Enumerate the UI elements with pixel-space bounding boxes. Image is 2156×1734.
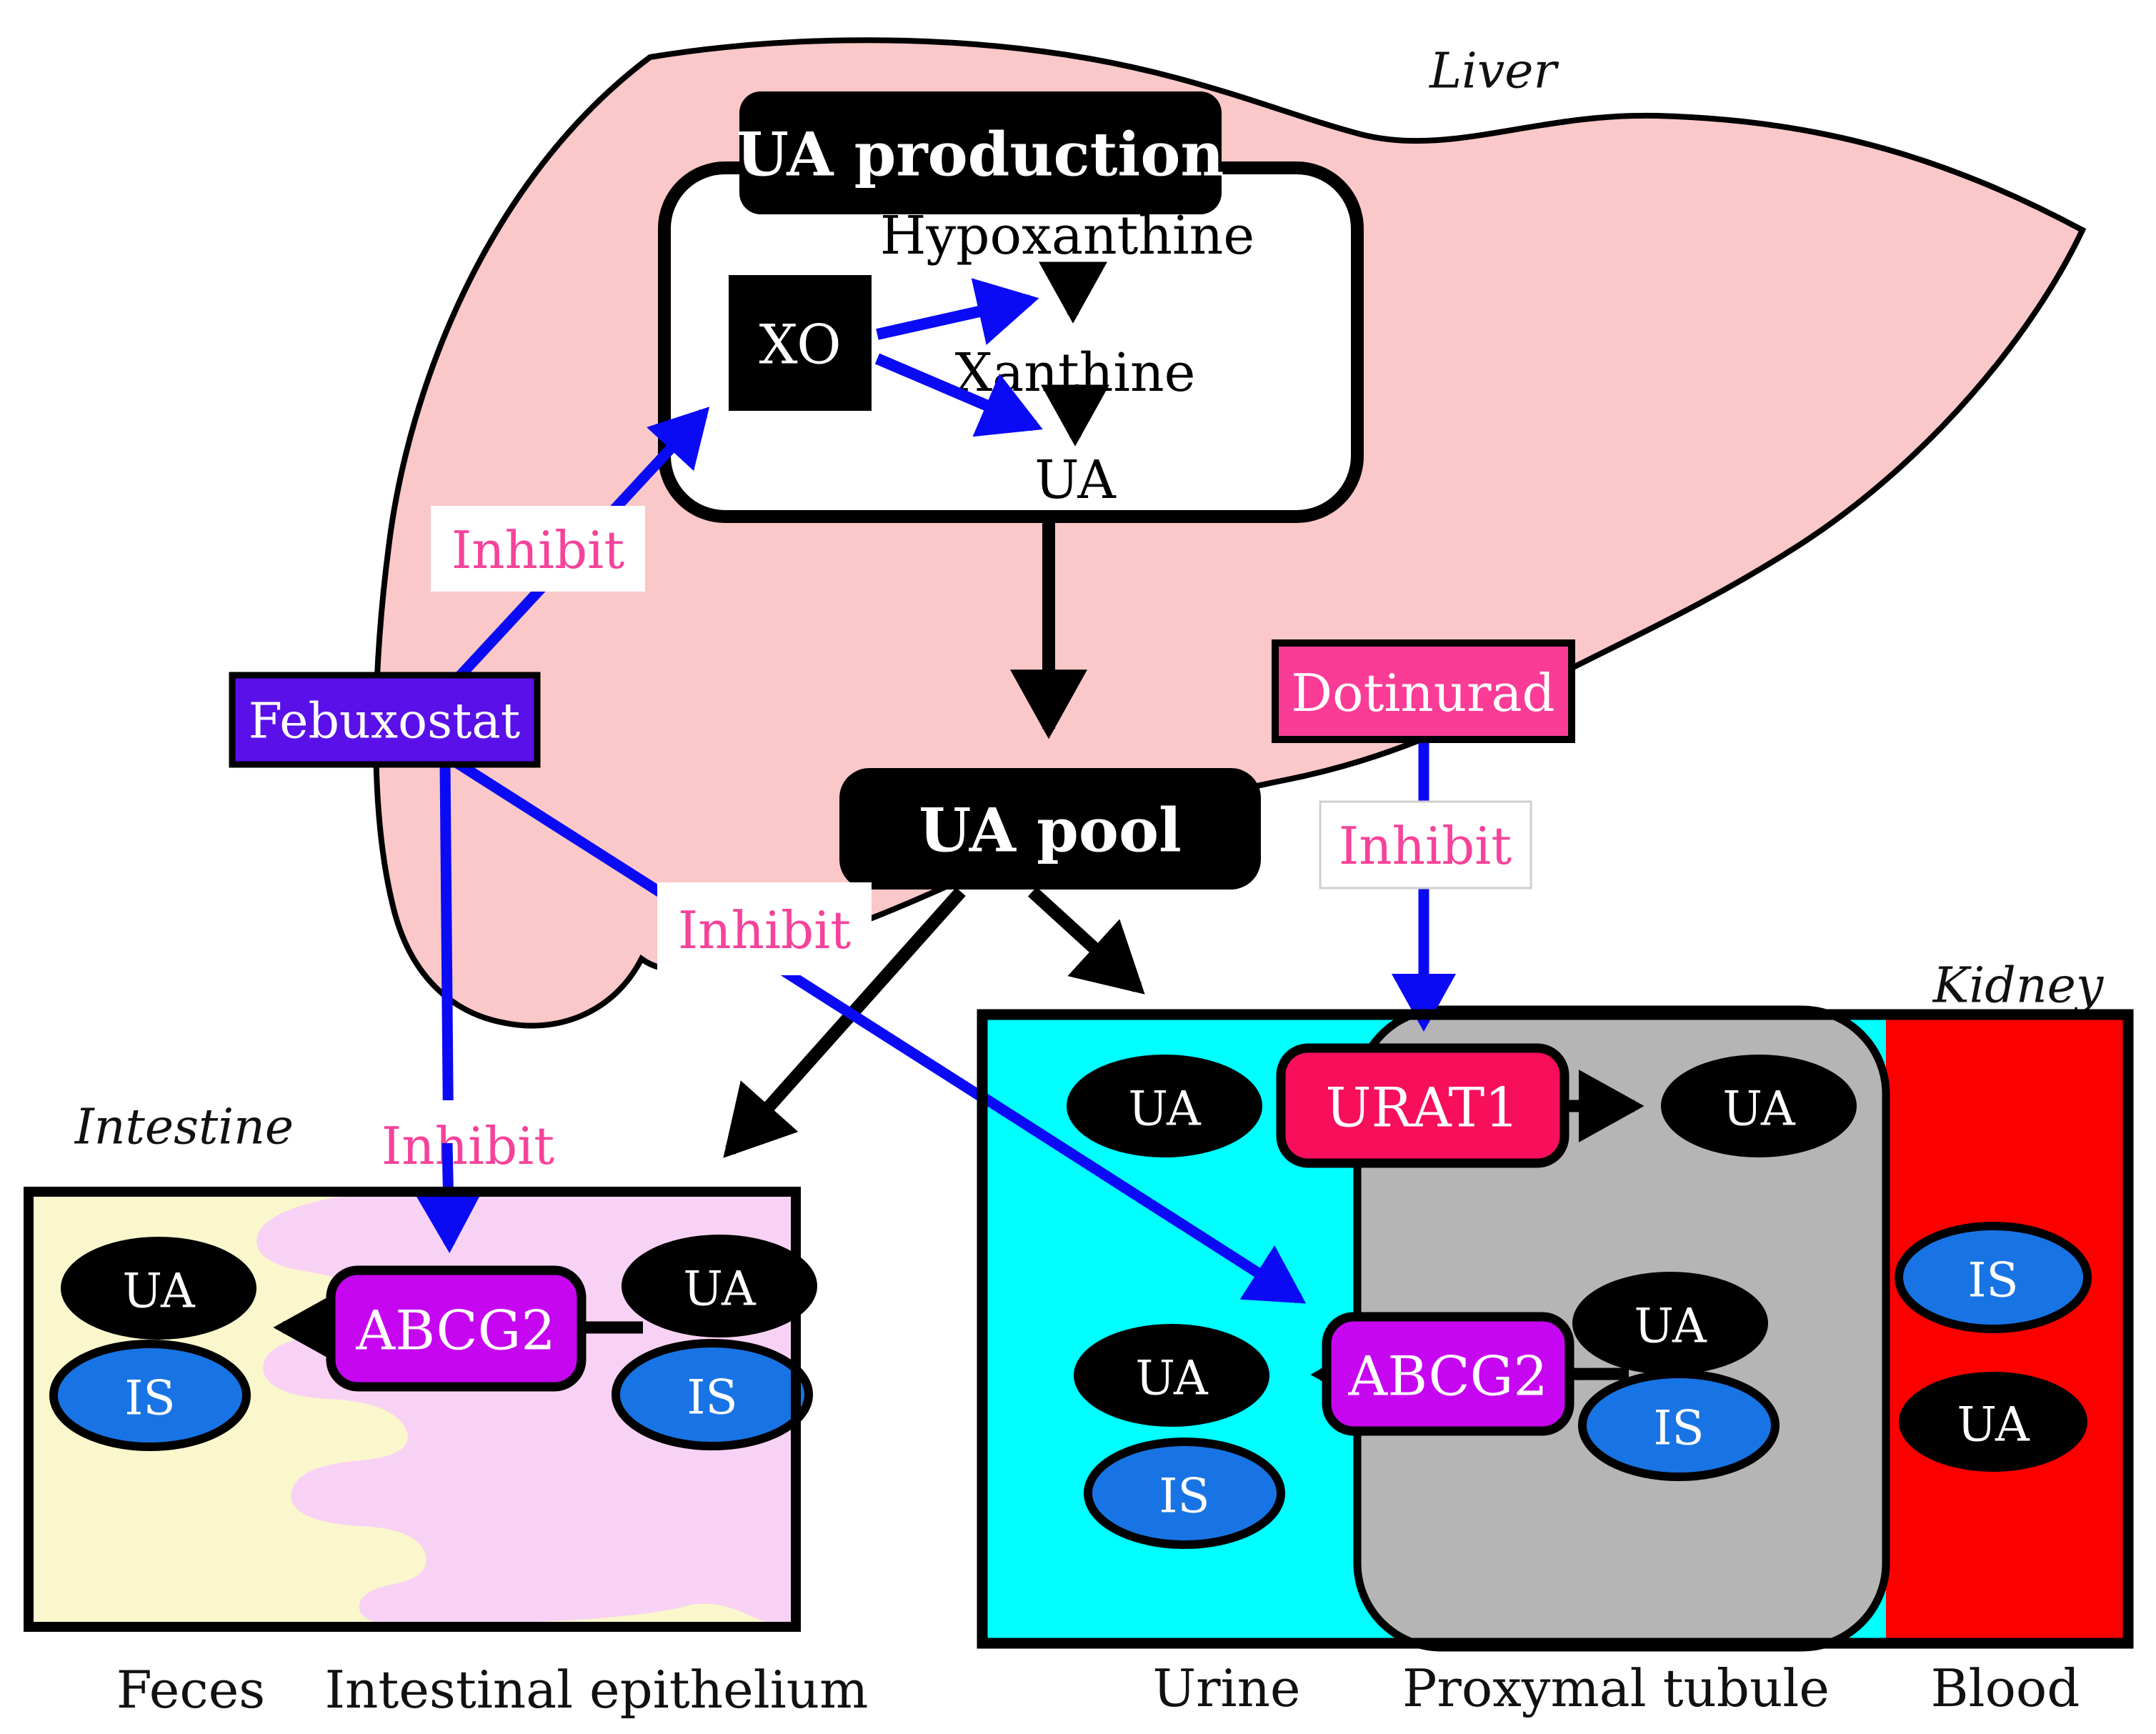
svg-text:UA: UA	[1128, 1082, 1202, 1137]
urine-label: Urine	[1152, 1658, 1300, 1718]
ua-ellipse-feces: UA	[61, 1237, 256, 1340]
arrow-xo-to-reaction2	[874, 353, 1043, 437]
is-ellipse-epithelium: IS	[612, 1339, 813, 1450]
dotinurad-label: Dotinurad	[1291, 663, 1554, 723]
ua-ellipse-urine-bottom: UA	[1074, 1324, 1269, 1427]
proxymal-tubule-label: Proxymal tubule	[1402, 1658, 1830, 1718]
inhibit-label-xo: Inhibit	[451, 520, 624, 580]
inhibit-label-box-urat1	[1319, 800, 1532, 890]
arrow-pool-to-intestine	[723, 887, 966, 1158]
ua-pool-box	[839, 768, 1261, 890]
svg-text:UA: UA	[1957, 1397, 2030, 1453]
is-ellipse-feces: IS	[49, 1340, 251, 1451]
urat1-box	[1276, 1043, 1569, 1168]
intestinal-epithelium-label: Intestinal epithelium	[325, 1660, 869, 1720]
inhibit-label-box-kidney-abcg2	[657, 882, 872, 975]
arrow-xo-to-reaction1	[876, 278, 1039, 345]
liver-label: Liver	[1428, 44, 1559, 100]
arrow-febuxostat-to-kidney-abcg2-overlay	[977, 1090, 1307, 1304]
kidney-abcg2-box	[1322, 1312, 1574, 1436]
ua-ellipse-epithelium: UA	[622, 1235, 817, 1337]
inhibit-label-box-xo	[431, 506, 645, 592]
svg-text:IS: IS	[687, 1370, 737, 1425]
is-ellipse-urine: IS	[1084, 1437, 1285, 1549]
blood-label: Blood	[1931, 1658, 2080, 1718]
inhibit-label-urat1: Inhibit	[1339, 816, 1512, 876]
ua-production-header-label: UA production	[737, 119, 1224, 190]
dotinurad-box	[1272, 639, 1575, 743]
ua-ellipse-tubule-top: UA	[1661, 1055, 1857, 1157]
svg-text:UA: UA	[122, 1264, 196, 1319]
ua-ellipse-urine-top: UA	[1067, 1055, 1262, 1157]
svg-text:IS: IS	[1653, 1401, 1704, 1456]
ua-ellipse-tubule-bottom: UA	[1572, 1272, 1768, 1375]
hypoxanthine-label: Hypoxanthine	[880, 205, 1254, 266]
is-ellipse-tubule: IS	[1578, 1370, 1780, 1481]
intestine-abcg2-box	[326, 1265, 587, 1392]
inhibit-label-kidney-abcg2: Inhibit	[678, 900, 851, 960]
svg-text:UA: UA	[1634, 1299, 1707, 1354]
svg-text:UA: UA	[683, 1262, 757, 1317]
febuxostat-box	[229, 672, 541, 768]
svg-text:IS: IS	[1967, 1253, 2018, 1308]
ua-liver-label: UA	[1034, 449, 1117, 511]
intestine-label: Intestine	[74, 1100, 294, 1156]
ua-ellipse-blood: UA	[1899, 1372, 2087, 1472]
svg-text:UA: UA	[1135, 1351, 1209, 1406]
is-ellipse-blood: IS	[1895, 1222, 2092, 1333]
xanthine-label: Xanthine	[955, 342, 1196, 404]
ua-pool-label: UA pool	[919, 795, 1182, 866]
svg-text:IS: IS	[124, 1371, 175, 1426]
xo-enzyme-label: XO	[759, 313, 841, 377]
svg-text:IS: IS	[1159, 1469, 1209, 1524]
xo-enzyme-box	[729, 275, 872, 411]
febuxostat-label: Febuxostat	[249, 694, 520, 750]
inhibit-label-box-intestine-abcg2	[361, 1100, 575, 1190]
svg-text:UA: UA	[1722, 1082, 1796, 1137]
kidney-abcg2-label: ABCG2	[1347, 1345, 1547, 1408]
intestine-panel-border	[24, 1187, 801, 1632]
kidney-label: Kidney	[1932, 958, 2105, 1015]
ua-production-header-box	[739, 91, 1222, 214]
inhibit-label-intestine-abcg2: Inhibit	[381, 1116, 554, 1176]
arrow-pool-to-kidney	[1027, 887, 1145, 995]
kidney-panel-border	[977, 1009, 2134, 1649]
urat1-label: URAT1	[1325, 1076, 1519, 1140]
feces-label: Feces	[116, 1660, 266, 1720]
intestine-abcg2-label: ABCG2	[355, 1299, 555, 1362]
